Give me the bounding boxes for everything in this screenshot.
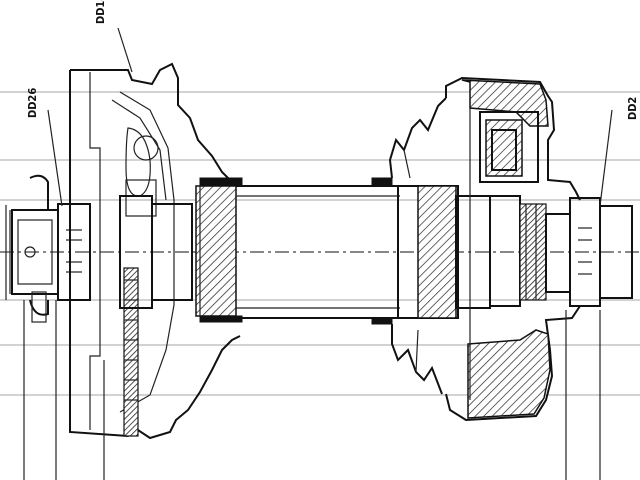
- label-left: DD26: [26, 88, 39, 118]
- left-abs-tone-ring: [123, 267, 139, 437]
- right-splined-hatched-section: [397, 185, 491, 319]
- right-tripod-housing: [445, 76, 633, 422]
- label-top: DD14: [94, 0, 107, 24]
- left-threaded-stub: [5, 174, 91, 323]
- right-inner-boot: [388, 97, 447, 395]
- label-right: DD2: [626, 97, 639, 120]
- center-shaft: [236, 177, 400, 325]
- leader-lines: [23, 27, 613, 480]
- left-inner-splined-section: [119, 177, 243, 323]
